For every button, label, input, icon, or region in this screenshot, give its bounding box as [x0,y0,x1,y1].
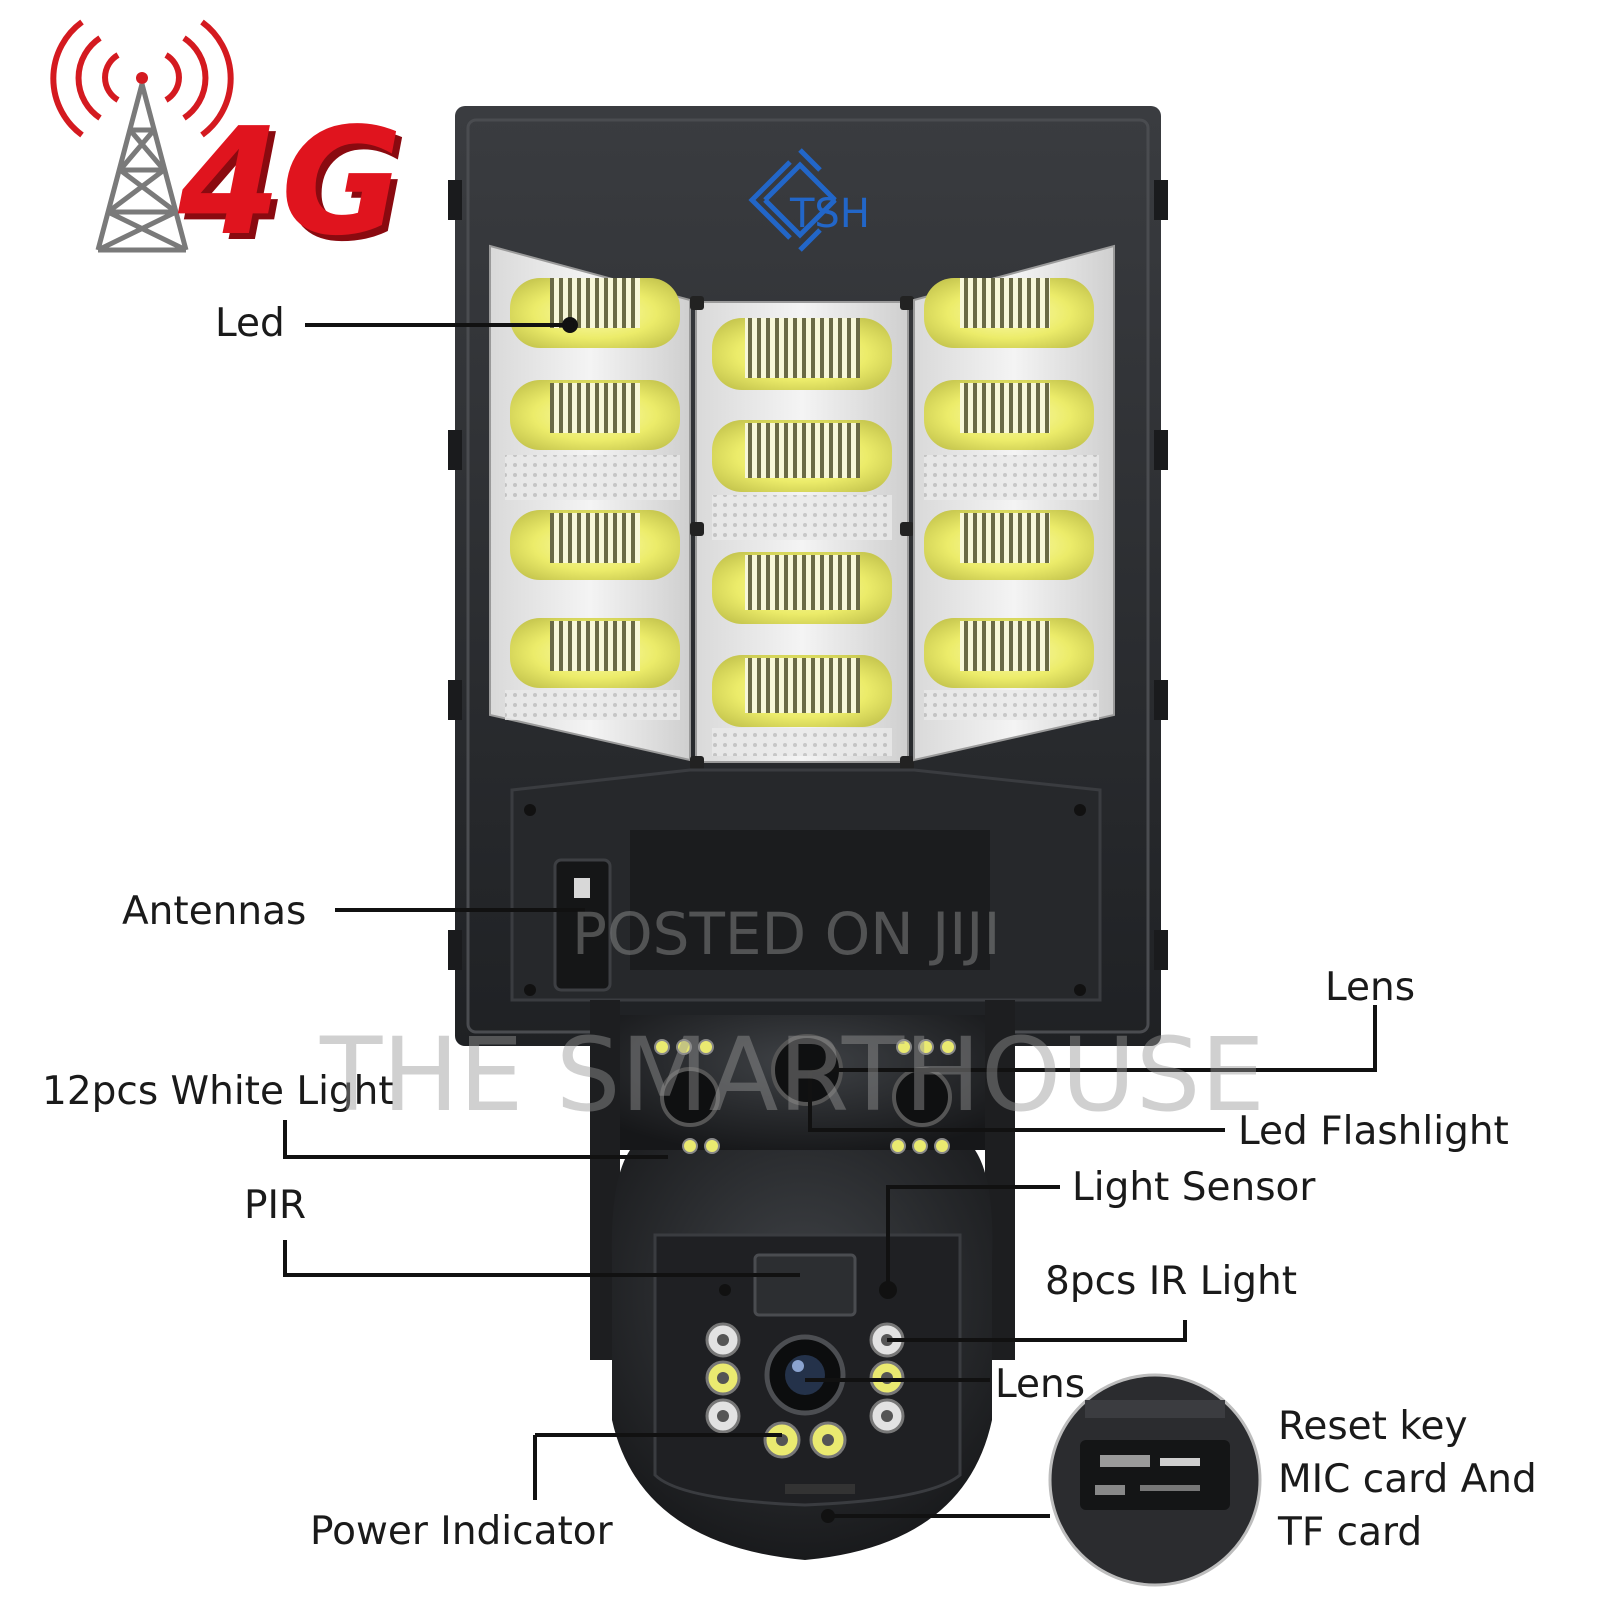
label-reset-key: Reset key [1278,1404,1468,1449]
label-led: Led [215,301,285,346]
reset-key-inset [1048,1373,1262,1587]
label-pir: PIR [244,1183,307,1228]
label-lens-top: Lens [1325,965,1416,1010]
label-led-flashlight: Led Flashlight [1238,1109,1509,1154]
label-mic-card: MIC card And [1278,1457,1537,1502]
cell-tower-icon [95,83,189,253]
label-ir-light: 8pcs IR Light [1045,1259,1298,1304]
watermark-shop: THE SMARTHOUSE [320,1016,1265,1135]
4g-badge: 4G [178,96,403,268]
label-tf-card: TF card [1278,1510,1423,1555]
label-power-indicator: Power Indicator [310,1509,613,1554]
signal-waves-icon [50,19,234,138]
led-panel-right [913,244,1115,762]
callout-lines [283,317,1377,1518]
label-white-light: 12pcs White Light [42,1069,394,1114]
watermark-posted: POSTED ON JIJI [572,900,1001,968]
label-lens-bottom: Lens [995,1362,1086,1407]
label-antennas: Antennas [122,889,307,934]
label-light-sensor: Light Sensor [1072,1165,1316,1210]
led-panel-center [690,296,914,770]
tsh-logo-text: TSH [790,191,870,237]
housing-lower-recess [510,768,1102,1002]
led-panel-left [489,244,691,762]
camera-body [611,1015,993,1560]
tsh-logo-icon [748,148,837,252]
